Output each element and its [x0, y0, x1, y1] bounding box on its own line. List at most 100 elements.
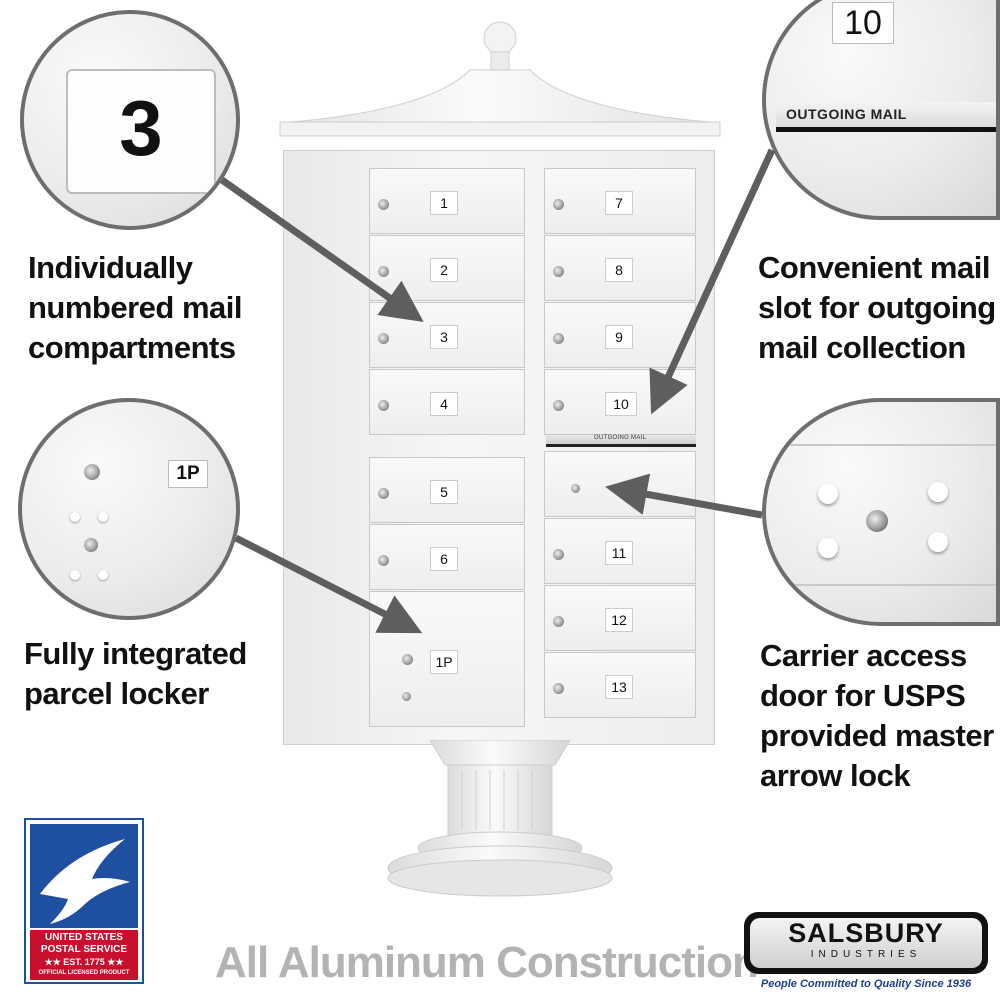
mailbox-door[interactable]: 5	[369, 457, 525, 523]
lock-icon	[378, 333, 389, 344]
number-badge-text: 10	[844, 4, 882, 42]
outgoing-slot-label: OUTGOING MAIL	[594, 435, 647, 441]
door-number: 1	[430, 191, 458, 215]
numbered-compartment-callout-circle: 3	[20, 10, 240, 230]
mailbox-door[interactable]: 8	[544, 235, 696, 301]
mailbox-door[interactable]: 13	[544, 652, 696, 718]
lock-icon	[378, 488, 389, 499]
mailbox-door[interactable]: 6	[369, 524, 525, 590]
parcel-locker-callout-circle: 1P	[18, 398, 240, 620]
door-seam	[766, 444, 996, 446]
mailbox-door[interactable]: 9	[544, 302, 696, 368]
caption-line: Fully integrated	[24, 636, 247, 671]
rivet-icon	[818, 484, 838, 504]
arrow-lock-icon	[571, 484, 580, 493]
caption-line: mail collection	[758, 330, 966, 365]
lock-icon	[553, 333, 564, 344]
number-plate-text: 3	[119, 84, 163, 172]
caption-line: provided master	[760, 718, 994, 753]
door-number: 13	[605, 675, 633, 699]
salsbury-subtitle: INDUSTRIES	[810, 949, 922, 960]
lock-icon	[553, 266, 564, 277]
door-number: 9	[605, 325, 633, 349]
door-number: 12	[605, 608, 633, 632]
caption-line: parcel locker	[24, 676, 209, 711]
door-number: 2	[430, 258, 458, 282]
rivet-icon	[928, 482, 948, 502]
lock-icon	[84, 464, 100, 480]
door-number: 7	[605, 191, 633, 215]
arrow-to-outgoing-slot	[649, 148, 776, 415]
lock-icon	[553, 683, 564, 694]
rivet-icon	[70, 512, 80, 522]
lock-icon	[553, 616, 564, 627]
caption-line: Carrier access	[760, 638, 967, 673]
caption-line: compartments	[28, 330, 236, 365]
number-badge: 10	[832, 2, 894, 44]
caption-line: door for USPS	[760, 678, 966, 713]
lock-icon	[553, 549, 564, 560]
numbered-compartments-caption: Individually numbered mail compartments	[28, 248, 243, 368]
caption-line: numbered mail	[28, 290, 243, 325]
lock-icon	[84, 538, 98, 552]
door-number: 11	[605, 541, 633, 565]
outgoing-mail-plate: OUTGOING MAIL	[776, 102, 996, 132]
mailbox-pedestal	[387, 740, 613, 897]
mailbox-door[interactable]: 7	[544, 168, 696, 234]
mailbox-door[interactable]: 4	[369, 369, 525, 435]
mailbox-door[interactable]: 11	[544, 518, 696, 584]
usps-line: POSTAL SERVICE	[40, 944, 128, 955]
outgoing-mail-plate-text: OUTGOING MAIL	[786, 106, 907, 122]
door-number: 1P	[430, 650, 458, 674]
eagle-icon	[30, 824, 138, 928]
caption-line: slot for outgoing	[758, 290, 996, 325]
door-number: 5	[430, 480, 458, 504]
rivet-icon	[928, 532, 948, 552]
lock-icon	[402, 654, 413, 665]
rivet-icon	[818, 538, 838, 558]
mailbox-door[interactable]: 2	[369, 235, 525, 301]
outgoing-mail-caption: Convenient mail slot for outgoing mail c…	[758, 248, 996, 368]
mailbox-unit: 1 2 3 4 5 6 1P 7 8 9 10 OUTG	[283, 150, 715, 745]
rivet-icon	[98, 512, 108, 522]
caption-line: Convenient mail	[758, 250, 990, 285]
rivet-icon	[98, 570, 108, 580]
carrier-access-callout-circle	[762, 398, 1000, 626]
door-number: 4	[430, 392, 458, 416]
mailbox-roof	[279, 21, 721, 137]
salsbury-badge-inner: SALSBURY INDUSTRIES	[750, 918, 982, 968]
arrow-to-parcel-locker	[234, 534, 423, 634]
construction-tagline: All Aluminum Construction	[215, 938, 759, 987]
salsbury-badge: SALSBURY INDUSTRIES	[744, 912, 988, 974]
door-number: 6	[430, 547, 458, 571]
parcel-badge-text: 1P	[176, 463, 200, 484]
usps-line: UNITED STATES	[45, 932, 123, 943]
number-plate: 3	[66, 69, 216, 194]
caption-line: arrow lock	[760, 758, 911, 793]
mailbox-door[interactable]: 12	[544, 585, 696, 651]
lock-icon	[378, 266, 389, 277]
mailbox-door[interactable]: 1	[369, 168, 525, 234]
eagle-icon-graphic	[40, 839, 130, 924]
lock-icon	[402, 692, 411, 701]
lock-icon	[553, 400, 564, 411]
outgoing-mail-callout-circle: 10 OUTGOING MAIL	[762, 0, 1000, 220]
rivet-icon	[70, 570, 80, 580]
salsbury-logo: SALSBURY INDUSTRIES People Committed to …	[740, 912, 992, 994]
usps-licensed-logo: UNITED STATES POSTAL SERVICE ★★ EST. 177…	[24, 818, 144, 984]
usps-line: OFFICIAL LICENSED PRODUCT	[38, 970, 130, 976]
door-seam	[766, 584, 996, 586]
door-number: 3	[430, 325, 458, 349]
outgoing-mail-slot[interactable]: OUTGOING MAIL	[546, 435, 696, 447]
arrow-to-compartment-3	[219, 177, 424, 323]
lock-icon	[378, 400, 389, 411]
lock-icon	[378, 199, 389, 210]
salsbury-tagline: People Committed to Quality Since 1936	[760, 978, 972, 990]
parcel-badge: 1P	[168, 460, 208, 488]
parcel-locker-caption: Fully integrated parcel locker	[24, 634, 247, 714]
lock-icon	[553, 199, 564, 210]
lock-icon	[378, 555, 389, 566]
usps-name-band: UNITED STATES POSTAL SERVICE ★★ EST. 177…	[30, 930, 138, 980]
caption-line: Individually	[28, 250, 193, 285]
